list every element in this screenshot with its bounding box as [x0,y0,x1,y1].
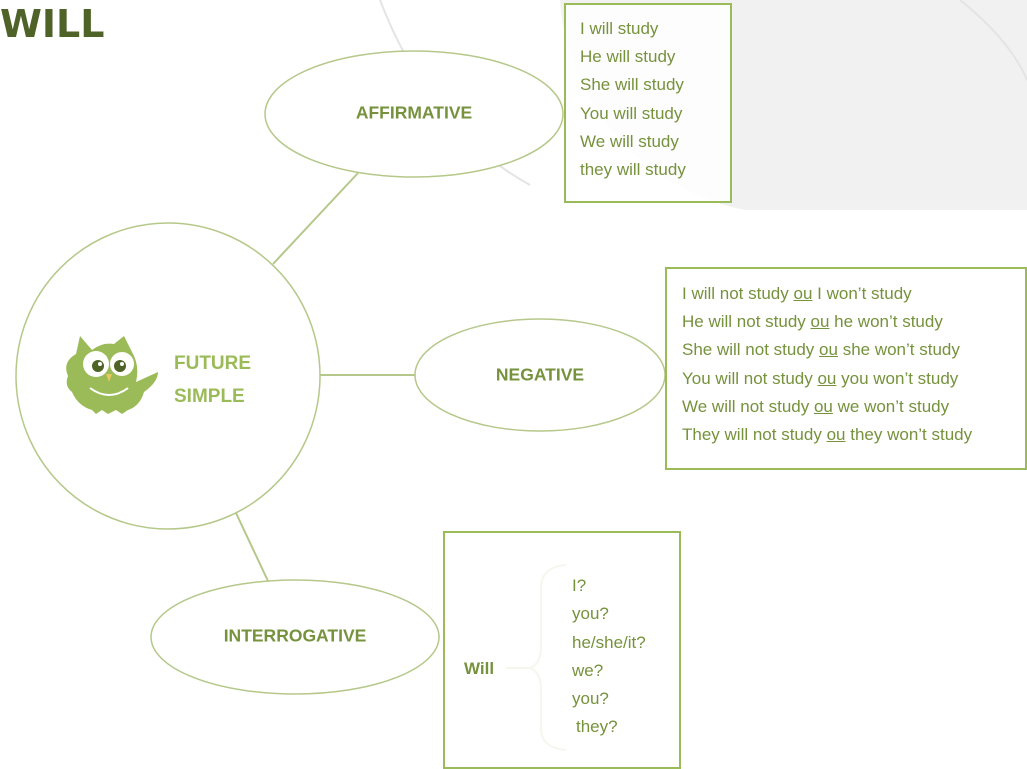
negative-short-form: they won’t study [850,425,973,445]
connector-affirmative [272,172,359,265]
center-label-line1: FUTURE [174,353,252,374]
negative-full-form: He will not study [682,312,806,332]
negative-label: NEGATIVE [495,364,585,385]
ou-connector: ou [826,425,846,445]
negative-line: He will not study ou he won’t study [682,308,1025,336]
negative-line: She will not study ou she won’t study [682,336,1025,364]
interrogative-subject: they? [576,717,618,737]
negative-line: I will not study ou I won’t study [682,280,1025,308]
negative-full-form: We will not study [682,396,810,416]
negative-full-form: They will not study [682,425,822,445]
negative-full-form: I will not study [682,284,789,303]
negative-short-form: we won’t study [837,396,950,416]
negative-line: We will not study ou we won’t study [682,393,1025,421]
negative-short-form: you won’t study [841,368,959,388]
negative-short-form: she won’t study [842,340,960,360]
negative-short-form: I won’t study [817,284,912,303]
interrogative-subject: you? [572,689,609,709]
affirmative-line: We will study [580,131,679,151]
page-title: WILL [0,2,105,46]
negative-box: I will not study ou I won’t study He wil… [665,267,1027,470]
interrogative-box: Will I? you? he/she/it? we? you? they? [443,531,681,769]
ou-connector: ou [819,340,838,360]
interrogative-label: INTERROGATIVE [223,625,367,646]
owl-icon [66,336,158,414]
negative-full-form: You will not study [682,368,813,388]
interrogative-subject: I? [572,576,587,595]
affirmative-line: She will study [580,75,684,95]
connector-interrogative [235,512,269,582]
affirmative-label: AFFIRMATIVE [355,102,473,123]
affirmative-line: You will study [580,103,683,123]
negative-short-form: he won’t study [834,312,943,332]
interrogative-subject: you? [572,604,609,624]
will-auxiliary: Will [464,659,495,678]
affirmative-ellipse [264,50,564,178]
negative-line: You will not study ou you won’t study [682,365,1025,393]
ou-connector: ou [810,312,830,332]
center-label: FUTURE SIMPLE [174,347,251,413]
affirmative-line: I will study [580,19,659,38]
interrogative-subject: he/she/it? [572,632,646,652]
affirmative-box: I will study He will study She will stud… [564,3,732,203]
interrogative-ellipse [150,579,440,695]
affirmative-line: He will study [580,47,676,67]
ou-connector: ou [813,396,833,416]
center-label-line2: SIMPLE [174,386,245,407]
ou-connector: ou [817,368,837,388]
negative-full-form: She will not study [682,340,815,360]
negative-line: They will not study ou they won’t study [682,421,1025,449]
interrogative-subject: we? [572,660,604,680]
affirmative-line: they will study [580,160,686,180]
center-circle [15,222,321,530]
ou-connector: ou [793,284,813,303]
